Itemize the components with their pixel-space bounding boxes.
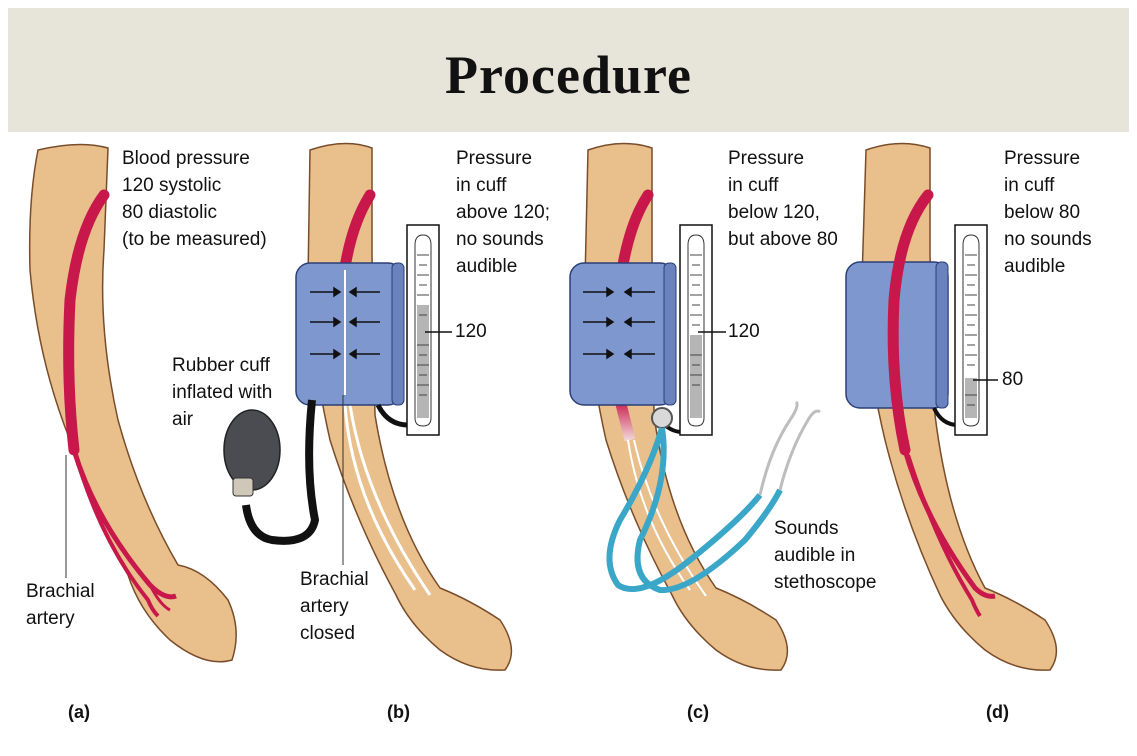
panel-d-gauge-value: 80 [1002,369,1023,391]
rubber-cuff-c [570,263,676,405]
panel-b-label: (b) [387,702,410,723]
panel-c-gauge-value: 120 [728,321,760,343]
panel-b-artery-label: Brachial artery closed [300,566,369,647]
panel-d-note: Pressure in cuff below 80 no sounds audi… [1004,145,1092,280]
panel-b-gauge-value: 120 [455,321,487,343]
panel-c-note: Pressure in cuff below 120, but above 80 [728,145,838,253]
panel-c-sound-label: Sounds audible in stethoscope [774,515,876,596]
gauge-tube-b [378,405,408,425]
panel-a-artery-label: Brachial artery [26,578,95,632]
panel-a-label: (a) [68,702,90,723]
manometer-d [955,225,998,435]
rubber-cuff-b [296,263,404,405]
panel-d-label: (d) [986,702,1009,723]
panel-c-label: (c) [687,702,709,723]
panel-b-note: Pressure in cuff above 120; no sounds au… [456,145,550,280]
manometer-c [680,225,726,435]
panel-a-note: Blood pressure 120 systolic 80 diastolic… [122,145,267,253]
panel-b-cuff-label: Rubber cuff inflated with air [172,352,272,433]
manometer-b [407,225,452,435]
